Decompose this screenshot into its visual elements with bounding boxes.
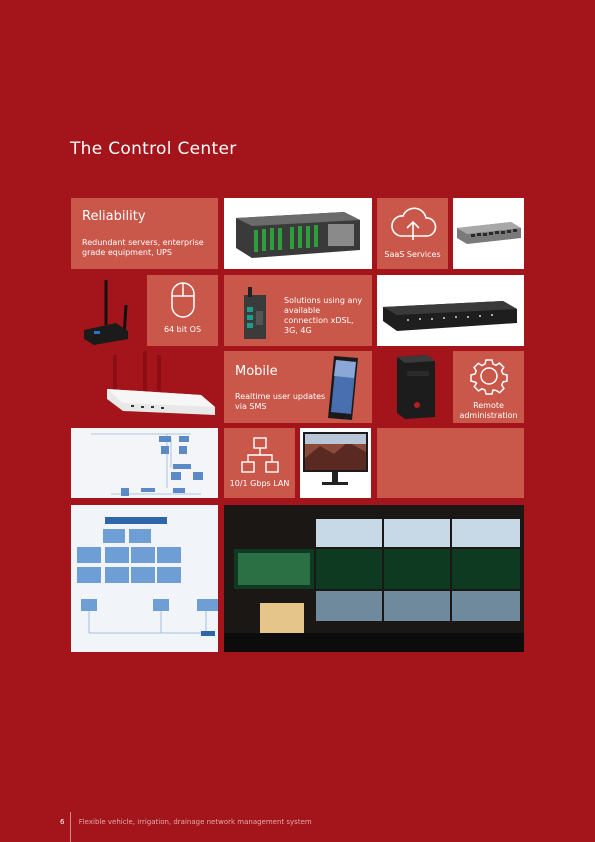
footer: 6 Flexible vehicle, irrigation, drainage…	[60, 818, 312, 826]
reliability-heading: Reliability	[82, 209, 146, 224]
connection-text: Solutions using any available connection…	[284, 296, 363, 335]
mouse-icon	[170, 281, 196, 323]
desktop-tower-image	[377, 351, 448, 423]
lan-tile: 10/1 Gbps LAN	[224, 428, 295, 498]
network-icon	[240, 436, 280, 478]
saas-label: SaaS Services	[384, 250, 441, 259]
remote-label: Remote administration	[459, 401, 518, 420]
connection-tile: Solutions using any available connection…	[224, 275, 372, 346]
kvm-switch-image	[377, 275, 524, 346]
mobile-tile: Mobile Realtime user updates via SMS	[224, 351, 372, 423]
gsm-modem-image	[76, 275, 142, 347]
network-diagram-small	[71, 428, 218, 498]
os-label: 64 bit OS	[163, 325, 202, 334]
lan-label: 10/1 Gbps LAN	[229, 479, 290, 488]
footer-divider	[70, 812, 71, 842]
wifi-router-image	[71, 351, 218, 423]
reliability-tile: Reliability Redundant servers, enterpris…	[71, 198, 218, 269]
saas-tile: SaaS Services	[377, 198, 448, 269]
mobile-text: Realtime user updates via SMS	[235, 392, 326, 411]
industrial-router-icon	[232, 281, 272, 345]
network-diagram-large	[71, 505, 218, 652]
gear-icon	[469, 356, 509, 400]
smartphone-image	[320, 354, 366, 426]
page-title: The Control Center	[70, 139, 237, 159]
footer-text: Flexible vehicle, irrigation, drainage n…	[78, 818, 312, 826]
remote-tile: Remote administration	[453, 351, 524, 423]
control-room-photo	[224, 505, 524, 652]
reliability-text: Redundant servers, enterprise grade equi…	[82, 238, 204, 257]
os-tile: 64 bit OS	[147, 275, 218, 346]
monitor-image	[300, 428, 371, 498]
server-rack-image	[224, 198, 372, 269]
network-switch-image	[453, 198, 524, 269]
cloud-upload-icon	[389, 206, 437, 246]
blank-tile	[377, 428, 524, 498]
mobile-heading: Mobile	[235, 364, 278, 379]
page-number: 6	[60, 818, 65, 826]
